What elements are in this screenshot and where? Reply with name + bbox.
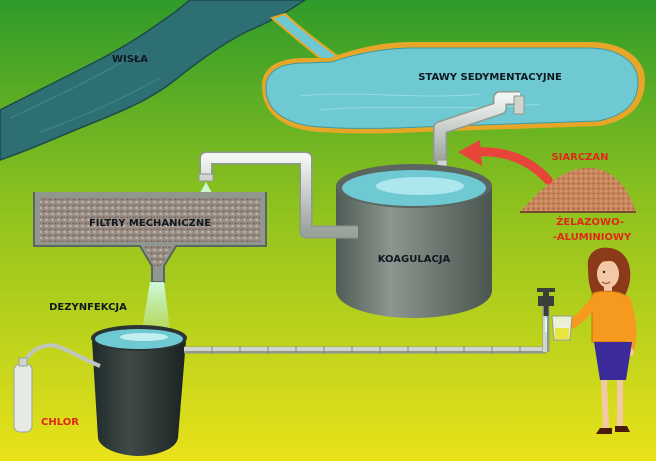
chlorine-cylinder: CHLOR (13, 343, 101, 433)
sulfate-pile (520, 167, 636, 213)
filters-label: FILTRY MECHANICZNE (89, 218, 211, 229)
coagulation-label: KOAGULACJA (378, 254, 451, 265)
disinfection-label: DEZYNFEKCJA (49, 302, 127, 313)
disinfection-tank: DEZYNFEKCJA (49, 302, 187, 456)
dosing-arrow (458, 140, 553, 185)
ponds-label: STAWY SEDYMENTACYJNE (418, 72, 562, 83)
sulfate-label-3: -ALUMINIOWY (553, 232, 632, 243)
river-label: WISŁA (112, 54, 148, 65)
water-tap-icon (537, 288, 555, 332)
sulfate-label-1: SIARCZAN (551, 152, 608, 163)
river (0, 0, 342, 161)
coagulation-tank: KOAGULACJA (336, 164, 492, 318)
mechanical-filters: FILTRY MECHANICZNE (33, 192, 267, 330)
sedimentation-ponds: STAWY SEDYMENTACYJNE (262, 42, 645, 134)
sulfate-label-2: ŻELAZOWO- (556, 214, 624, 228)
woman-figure (551, 247, 637, 434)
chlorine-label: CHLOR (41, 417, 79, 428)
